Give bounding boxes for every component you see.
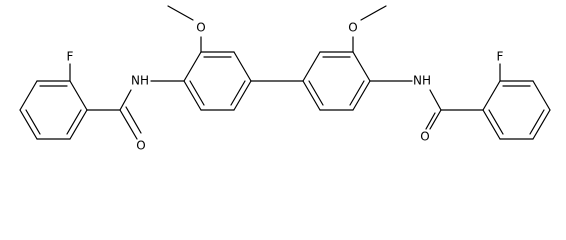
bond bbox=[189, 80, 205, 106]
bond bbox=[66, 109, 82, 135]
bond bbox=[69, 80, 88, 111]
bond bbox=[233, 51, 252, 82]
carbonyl-oxygen-label-right: O bbox=[420, 130, 429, 144]
bond bbox=[302, 80, 321, 111]
molecule-diagram: F O NH O O NH F O bbox=[19, 5, 551, 153]
bond bbox=[19, 109, 38, 140]
atom-labels: F O NH O O NH F O bbox=[67, 21, 504, 153]
bond bbox=[119, 109, 138, 140]
fluorine-label-right: F bbox=[497, 50, 504, 64]
bond bbox=[532, 109, 551, 140]
bond bbox=[183, 51, 202, 82]
bond bbox=[352, 51, 371, 82]
bond bbox=[308, 80, 324, 106]
methoxy-oxygen-label-left: O bbox=[196, 21, 205, 35]
bond bbox=[360, 5, 387, 21]
bond bbox=[183, 80, 202, 111]
bond bbox=[125, 106, 142, 134]
bond bbox=[429, 109, 442, 130]
bonds bbox=[19, 5, 551, 140]
bond bbox=[230, 80, 246, 106]
bond bbox=[529, 109, 545, 135]
bond bbox=[119, 89, 132, 111]
bond bbox=[233, 80, 252, 111]
bond bbox=[19, 80, 38, 111]
bond bbox=[349, 80, 365, 106]
bond bbox=[425, 112, 436, 130]
bond bbox=[532, 80, 551, 111]
bond bbox=[25, 109, 41, 135]
bond bbox=[482, 109, 501, 140]
bond bbox=[69, 109, 88, 140]
bond bbox=[488, 109, 504, 135]
methoxy-oxygen-label-right: O bbox=[348, 21, 357, 35]
fluorine-label-left: F bbox=[67, 50, 74, 64]
carbonyl-oxygen-label-left: O bbox=[136, 139, 145, 153]
bond bbox=[302, 51, 321, 82]
bond bbox=[167, 5, 194, 21]
bond bbox=[429, 89, 442, 111]
bond bbox=[352, 80, 371, 111]
bond bbox=[482, 80, 501, 111]
amine-label-left: NH bbox=[131, 74, 149, 88]
amine-label-right: NH bbox=[413, 74, 431, 88]
